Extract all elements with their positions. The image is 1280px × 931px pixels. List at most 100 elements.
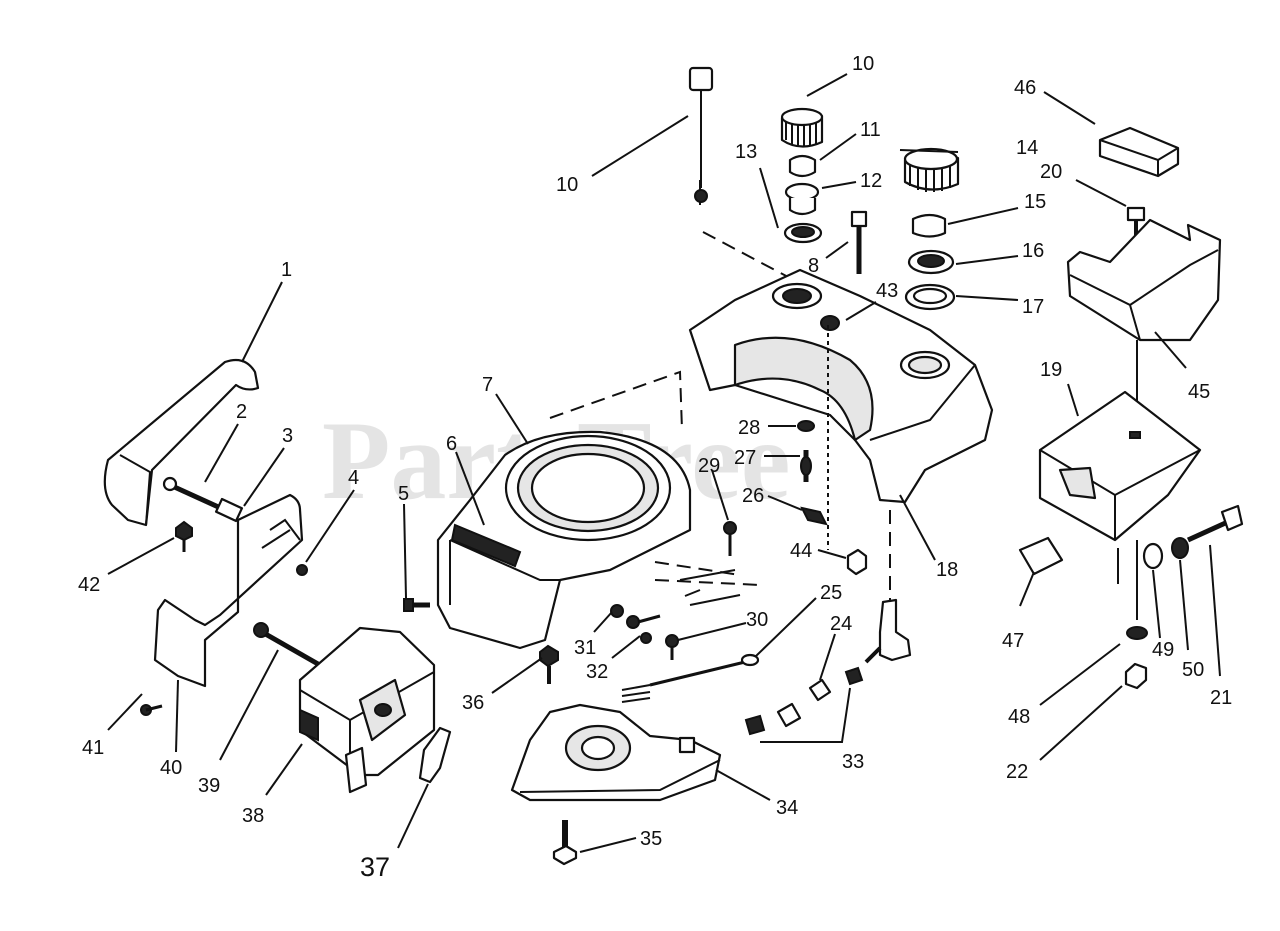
callout-8: 8	[808, 255, 819, 277]
part-8-bolt[interactable]	[850, 210, 868, 274]
callout-26: 26	[742, 485, 764, 507]
part-5-screw[interactable]	[403, 598, 430, 612]
part-37-gasket[interactable]	[418, 726, 452, 784]
part-49-washer[interactable]	[1142, 542, 1164, 570]
callout-1: 1	[281, 259, 292, 281]
part-17-gasket[interactable]	[904, 283, 956, 311]
callout-30: 30	[746, 609, 768, 631]
callout-40: 40	[160, 757, 182, 779]
part-12-gasket[interactable]	[784, 182, 820, 216]
callout-49: 49	[1152, 639, 1174, 661]
callout-28: 28	[738, 417, 760, 439]
callout-41: 41	[82, 737, 104, 759]
callout-24: 24	[830, 613, 852, 635]
callout-46: 46	[1014, 77, 1036, 99]
part-36-screw[interactable]	[539, 644, 559, 684]
part-29-screw[interactable]	[723, 521, 737, 556]
callout-7: 7	[482, 374, 493, 396]
part-25-link[interactable]	[621, 653, 760, 703]
callout-35: 35	[640, 828, 662, 850]
callout-48: 48	[1008, 706, 1030, 728]
callout-17: 17	[1022, 296, 1044, 318]
callout-12: 12	[860, 170, 882, 192]
callout-5: 5	[398, 483, 409, 505]
part-43-nut[interactable]	[820, 315, 840, 331]
part-48-washer[interactable]	[1126, 626, 1148, 640]
part-1-cover[interactable]	[103, 358, 260, 527]
callout-21: 21	[1210, 687, 1232, 709]
part-35-screw[interactable]	[552, 820, 578, 866]
callout-39: 39	[198, 775, 220, 797]
part-27-valve[interactable]	[800, 450, 812, 482]
callout-3: 3	[282, 425, 293, 447]
callout-43: 43	[876, 280, 898, 302]
callout-38: 38	[242, 805, 264, 827]
part-21-screw[interactable]	[1186, 504, 1244, 543]
callout-15: 15	[1024, 191, 1046, 213]
part-32-screw[interactable]	[626, 614, 661, 629]
part-31-nut[interactable]	[610, 604, 624, 618]
part-16-ring[interactable]	[907, 249, 955, 275]
part-2-bolt[interactable]	[162, 476, 244, 523]
callout-6: 6	[446, 433, 457, 455]
part-42-screw[interactable]	[175, 520, 193, 552]
callout-11: 11	[860, 119, 881, 141]
part-45-bracket[interactable]	[1066, 218, 1222, 342]
callout-2: 2	[236, 401, 247, 423]
callout-31: 31	[574, 637, 596, 659]
callout-10-left: 10	[556, 174, 578, 196]
part-28-washer[interactable]	[797, 420, 815, 432]
callout-45: 45	[1188, 381, 1210, 403]
callout-47: 47	[1002, 630, 1024, 652]
callout-10-top: 10	[852, 53, 874, 75]
part-34-base-plate[interactable]	[510, 703, 722, 802]
part-24-spring[interactable]	[808, 678, 832, 702]
callout-42: 42	[78, 574, 100, 596]
callout-22: 22	[1006, 761, 1028, 783]
callout-27: 27	[734, 447, 756, 469]
part-14-cap[interactable]	[903, 147, 960, 192]
part-30-screw[interactable]	[665, 634, 679, 660]
part-fuel-fitting[interactable]	[864, 598, 912, 664]
part-10-fuel-cap[interactable]	[780, 107, 824, 148]
callout-4: 4	[348, 467, 359, 489]
part-19-air-cleaner[interactable]	[1038, 390, 1202, 542]
callout-14: 14	[1016, 137, 1038, 159]
part-18-fuel-tank[interactable]	[688, 268, 994, 504]
callout-20: 20	[1040, 161, 1062, 183]
callout-25: 25	[820, 582, 842, 604]
callout-labels: 10 10 11 12 13 14 15 16 17 46 20 8 43 45…	[78, 53, 1232, 882]
part-6-blower-housing[interactable]	[436, 430, 692, 650]
callout-50: 50	[1182, 659, 1204, 681]
callout-19: 19	[1040, 359, 1062, 381]
part-15-filter[interactable]	[911, 213, 947, 238]
part-4-nut[interactable]	[296, 564, 308, 576]
part-41-screw[interactable]	[140, 704, 163, 716]
part-46-pad[interactable]	[1098, 126, 1180, 178]
callout-13: 13	[735, 141, 757, 163]
callout-29: 29	[698, 455, 720, 477]
callout-18: 18	[936, 559, 958, 581]
part-47-spacer[interactable]	[1018, 536, 1064, 576]
part-13-ring[interactable]	[783, 222, 823, 244]
callout-36: 36	[462, 692, 484, 714]
part-11-filter[interactable]	[788, 154, 817, 178]
part-linkage[interactable]	[679, 569, 741, 606]
callout-37: 37	[360, 852, 390, 882]
leader-lines	[107, 73, 1221, 853]
part-38-muffler[interactable]	[298, 626, 436, 794]
callout-32: 32	[586, 661, 608, 683]
callout-34: 34	[776, 797, 798, 819]
part-50-washer[interactable]	[1171, 537, 1189, 559]
callout-44: 44	[790, 540, 812, 562]
callout-33: 33	[842, 751, 864, 773]
part-26-clip[interactable]	[800, 506, 828, 526]
part-3-bracket[interactable]	[153, 493, 304, 688]
part-39-bolt[interactable]	[253, 622, 320, 667]
part-22-nut[interactable]	[1124, 662, 1148, 690]
part-44-nut[interactable]	[846, 548, 868, 576]
part-33-fittings[interactable]	[744, 666, 864, 736]
callout-16: 16	[1022, 240, 1044, 262]
part-10-spacer[interactable]	[688, 66, 714, 203]
